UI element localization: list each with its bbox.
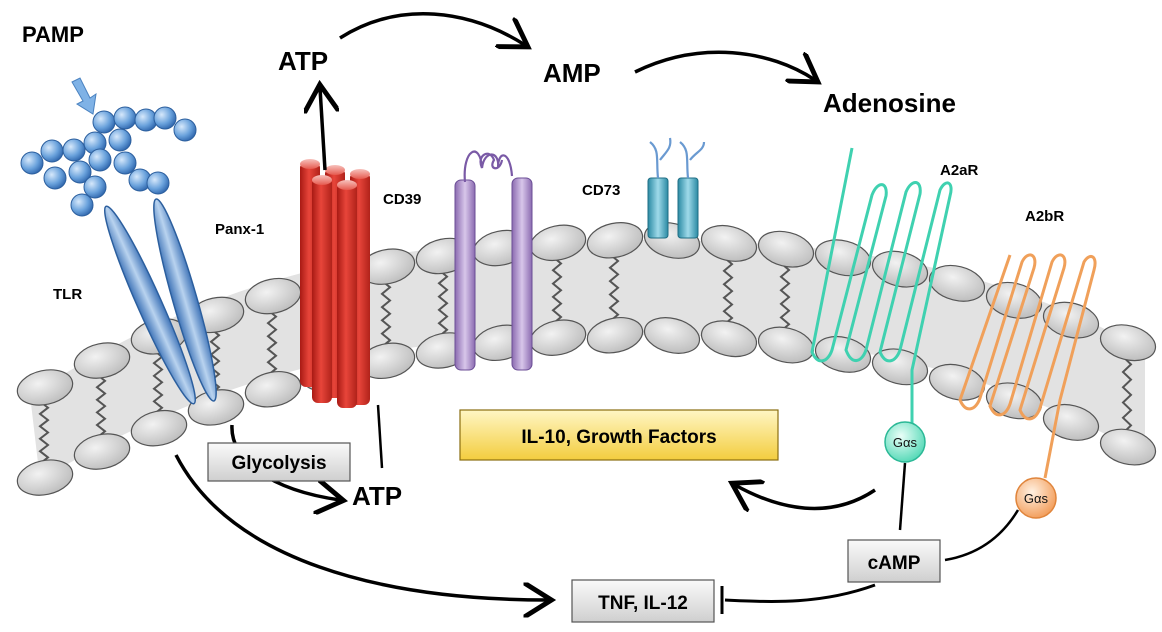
lipid-head [700, 224, 758, 262]
arrows [71, 12, 1020, 614]
lipid-tail [95, 373, 107, 439]
lipid-head [1099, 324, 1157, 362]
lipid-tail [779, 262, 791, 332]
pamp-bead [20, 151, 44, 175]
tlr-label: TLR [53, 286, 82, 303]
tlr-to-tnf-arrow [174, 454, 548, 600]
camp-inhibits-tnf [724, 583, 876, 603]
il10-box: IL-10, Growth Factors [459, 409, 779, 461]
cd39-enzyme [454, 150, 533, 371]
lipid-head [16, 459, 74, 496]
lipid-head [586, 222, 644, 259]
lipid-tail [551, 256, 563, 325]
lipid-head [130, 409, 188, 447]
pamp-label: PAMP [22, 22, 84, 47]
glycolysis-text: Glycolysis [231, 453, 326, 474]
camp-box: cAMP [847, 539, 941, 583]
pamp-bead [146, 171, 170, 195]
pamp-bead [113, 106, 137, 130]
lipid-tail [152, 349, 164, 415]
pamp-bead [43, 166, 67, 190]
pamp-bead [68, 160, 92, 184]
pamp-bead [108, 128, 132, 152]
gas-to-il10-arrow [735, 485, 876, 509]
lipid-head [757, 230, 815, 268]
panx1-label: Panx-1 [215, 221, 264, 238]
lipid-head [244, 371, 302, 408]
lipid-tail [266, 309, 278, 376]
cd39-label: CD39 [383, 191, 421, 208]
lipid-head [643, 317, 701, 354]
pamp-bead [88, 148, 112, 172]
a2ar-receptor: Gαs [810, 147, 953, 463]
pamp-bead [92, 110, 116, 134]
pamp-bead [113, 151, 137, 175]
lipid-head [73, 433, 131, 470]
atp-top-label: ATP [278, 46, 328, 76]
lipid-head [16, 369, 74, 406]
a2br-receptor: Gαs [958, 253, 1097, 519]
pamp-bead [70, 193, 94, 217]
pamp-bead [83, 175, 107, 199]
a2ar-label: A2aR [940, 162, 979, 179]
lipid-tail [1121, 355, 1133, 434]
pamp-chain [20, 106, 197, 217]
tlr-receptor [103, 198, 217, 405]
lipid-head [586, 317, 644, 354]
atp-to-amp-arrow [339, 12, 525, 45]
pamp-bead [153, 106, 177, 130]
camp-text: cAMP [868, 553, 921, 574]
lipid-tail [38, 400, 50, 465]
gas-label-a2ar: Gαs [893, 435, 918, 450]
pamp-bead [62, 138, 86, 162]
tnf-box: TNF, IL-12 [571, 579, 715, 623]
cd73-label: CD73 [582, 182, 620, 199]
a2br-label: A2bR [1025, 208, 1064, 225]
labels: PAMP ATP AMP Adenosine TLR Panx-1 CD39 C… [22, 22, 1064, 511]
gas-a2br-to-camp [944, 509, 1020, 562]
pamp-bead [173, 118, 197, 142]
lipid-head [814, 335, 872, 373]
pamp-arrow [71, 77, 97, 115]
amp-label: AMP [543, 58, 601, 88]
lipid-head [1099, 428, 1157, 466]
lipid-tail [380, 279, 392, 348]
adenosine-label: Adenosine [823, 88, 956, 118]
lipid-head [928, 264, 986, 302]
atp-release-arrow [320, 88, 325, 171]
lipid-tail [437, 269, 449, 338]
lipid-head [700, 320, 758, 358]
lipid-head [73, 342, 131, 379]
panx1-channel [300, 159, 384, 469]
lipid-tail [608, 253, 620, 323]
amp-to-adenosine-arrow [634, 50, 815, 80]
gas-a2ar-to-camp [898, 462, 907, 531]
atp-bottom-label: ATP [352, 481, 402, 511]
tnf-text: TNF, IL-12 [598, 593, 688, 614]
gas-label-a2br: Gαs [1024, 491, 1049, 506]
il10-text: IL-10, Growth Factors [521, 427, 716, 448]
glycolysis-box: Glycolysis [207, 442, 351, 482]
lipid-tail [722, 256, 734, 326]
cd73-enzyme [647, 137, 706, 239]
pamp-bead [40, 139, 64, 163]
